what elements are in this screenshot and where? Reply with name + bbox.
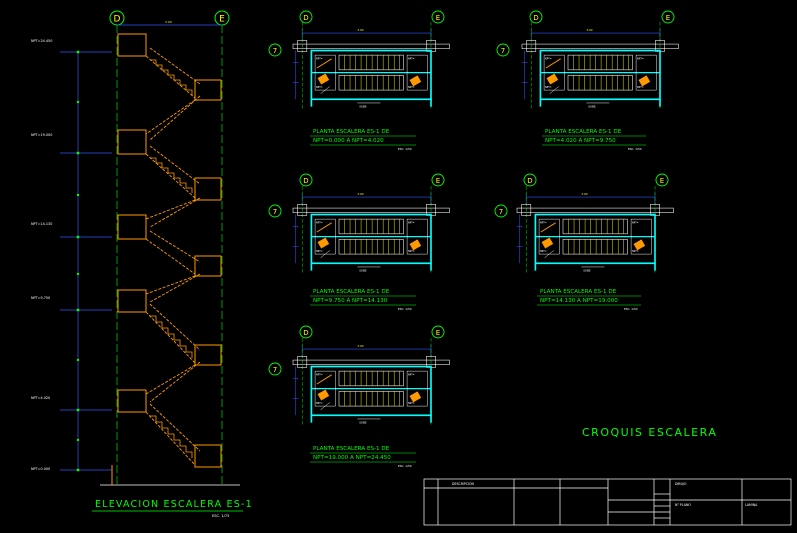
- level-label-6: NPT=0.000: [31, 467, 50, 471]
- plan-1-scale: ESC. 1/50: [398, 147, 412, 151]
- stair-plan-4: D E 7 PLANTA ESCALERA ES-1 DE NPT=14.130…: [494, 173, 675, 311]
- plan-2-grid-7: 7: [501, 47, 505, 55]
- title-block: [423, 478, 792, 526]
- plan-4-grid-e: E: [660, 177, 664, 185]
- title-block-description: DESCRIPCION: [452, 482, 474, 486]
- plan-4-title: PLANTA ESCALERA ES-1 DE: [540, 289, 617, 295]
- level-label-4: NPT=9.750: [31, 296, 50, 300]
- stair-elevation: D E 3.00 NPT=24.450 NPT=19.000: [31, 10, 253, 518]
- plan-2-range: NPT=4.020 A NPT=9.750: [545, 138, 616, 144]
- grid-label-e: E: [219, 15, 225, 25]
- plan-5-title: PLANTA ESCALERA ES-1 DE: [313, 446, 390, 452]
- elevation-scale: ESC. 1/75: [212, 514, 229, 518]
- plan-2-grid-d: D: [533, 14, 538, 22]
- title-block-lamina: LAMINA: [745, 503, 758, 507]
- plan-2-scale: ESC. 1/50: [628, 147, 642, 151]
- plan-2-title: PLANTA ESCALERA ES-1 DE: [545, 129, 622, 135]
- stair-plan-3: D E 7 PLANTA ESCALERA ES-1 DE NPT=9.750 …: [268, 173, 451, 311]
- svg-text:3.00: 3.00: [165, 20, 172, 24]
- plan-5-scale: ESC. 1/50: [398, 464, 412, 468]
- level-label-1: NPT=24.450: [31, 39, 52, 43]
- plan-4-scale: ESC. 1/50: [624, 307, 638, 311]
- plan-4-grid-7: 7: [499, 208, 503, 216]
- plan-5-grid-e: E: [436, 329, 440, 337]
- plan-1-range: NPT=0.000 A NPT=4.020: [313, 138, 384, 144]
- elevation-title: ELEVACION ESCALERA ES-1: [95, 499, 253, 510]
- plan-3-scale: ESC. 1/50: [398, 307, 412, 311]
- main-title: CROQUIS ESCALERA: [582, 426, 717, 439]
- plan-5-grid-7: 7: [273, 366, 277, 374]
- level-label-2: NPT=19.000: [31, 133, 52, 137]
- title-block-sheet-number: N° PLANO: [675, 503, 691, 507]
- level-label-3: NPT=14.130: [31, 222, 52, 226]
- stair-plan-1: D E 7 PLANTA ESCALERA ES-1 DE NPT=0.000 …: [268, 10, 451, 151]
- title-block-drawing: DIBUJO: [675, 482, 687, 486]
- stair-plan-2: D E 7 PLANTA ESCALERA ES-1 DE NPT=4.020 …: [496, 10, 680, 151]
- plan-5-range: NPT=19.000 A NPT=24.450: [313, 455, 391, 461]
- plan-1-grid-d: D: [303, 14, 308, 22]
- stair-plan-5: D E 7 PLANTA ESCALERA ES-1 DE NPT=19.000…: [268, 325, 451, 468]
- plan-1-grid-7: 7: [273, 47, 277, 55]
- plan-3-title: PLANTA ESCALERA ES-1 DE: [313, 289, 390, 295]
- plan-1-title: PLANTA ESCALERA ES-1 DE: [313, 129, 390, 135]
- plan-5-grid-d: D: [303, 329, 308, 337]
- plan-2-grid-e: E: [666, 14, 670, 22]
- plan-3-grid-e: E: [436, 177, 440, 185]
- plan-3-grid-7: 7: [273, 208, 277, 216]
- grid-label-d: D: [114, 15, 121, 25]
- plan-4-range: NPT=14.130 A NPT=19.000: [540, 298, 618, 304]
- plan-4-grid-d: D: [527, 177, 532, 185]
- plan-1-grid-e: E: [436, 14, 440, 22]
- plan-3-grid-d: D: [303, 177, 308, 185]
- level-label-5: NPT=4.020: [31, 396, 50, 400]
- plan-3-range: NPT=9.750 A NPT=14.130: [313, 298, 388, 304]
